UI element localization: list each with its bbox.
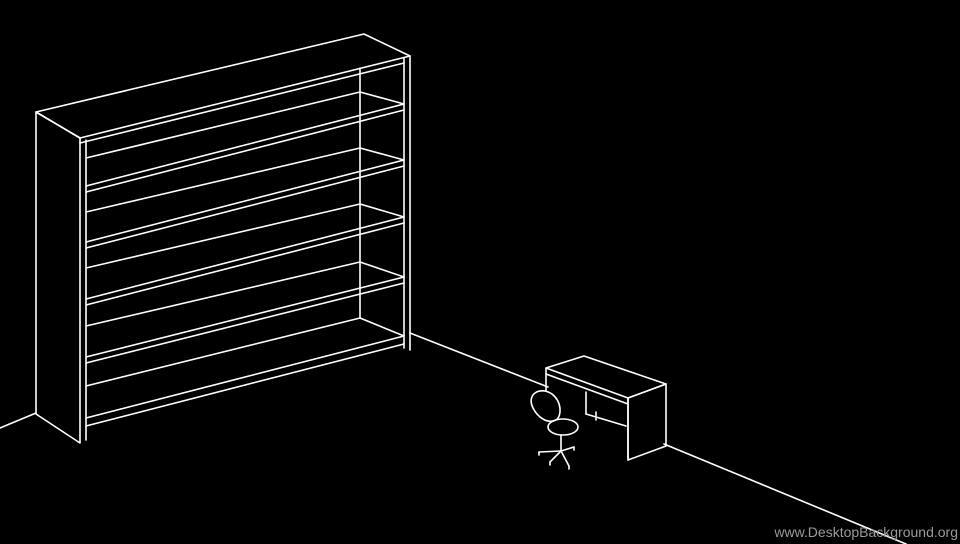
- floor-edge: [0, 332, 907, 544]
- shelf: [85, 261, 405, 364]
- shelf: [85, 147, 405, 249]
- shelf: [85, 203, 405, 306]
- empty-bookshelf: [35, 33, 411, 444]
- watermark-text: www.DesktopBackground.org: [774, 524, 958, 540]
- shelf: [85, 317, 405, 427]
- shelf: [85, 91, 405, 193]
- desk: [545, 355, 667, 461]
- office-chair: [530, 390, 579, 470]
